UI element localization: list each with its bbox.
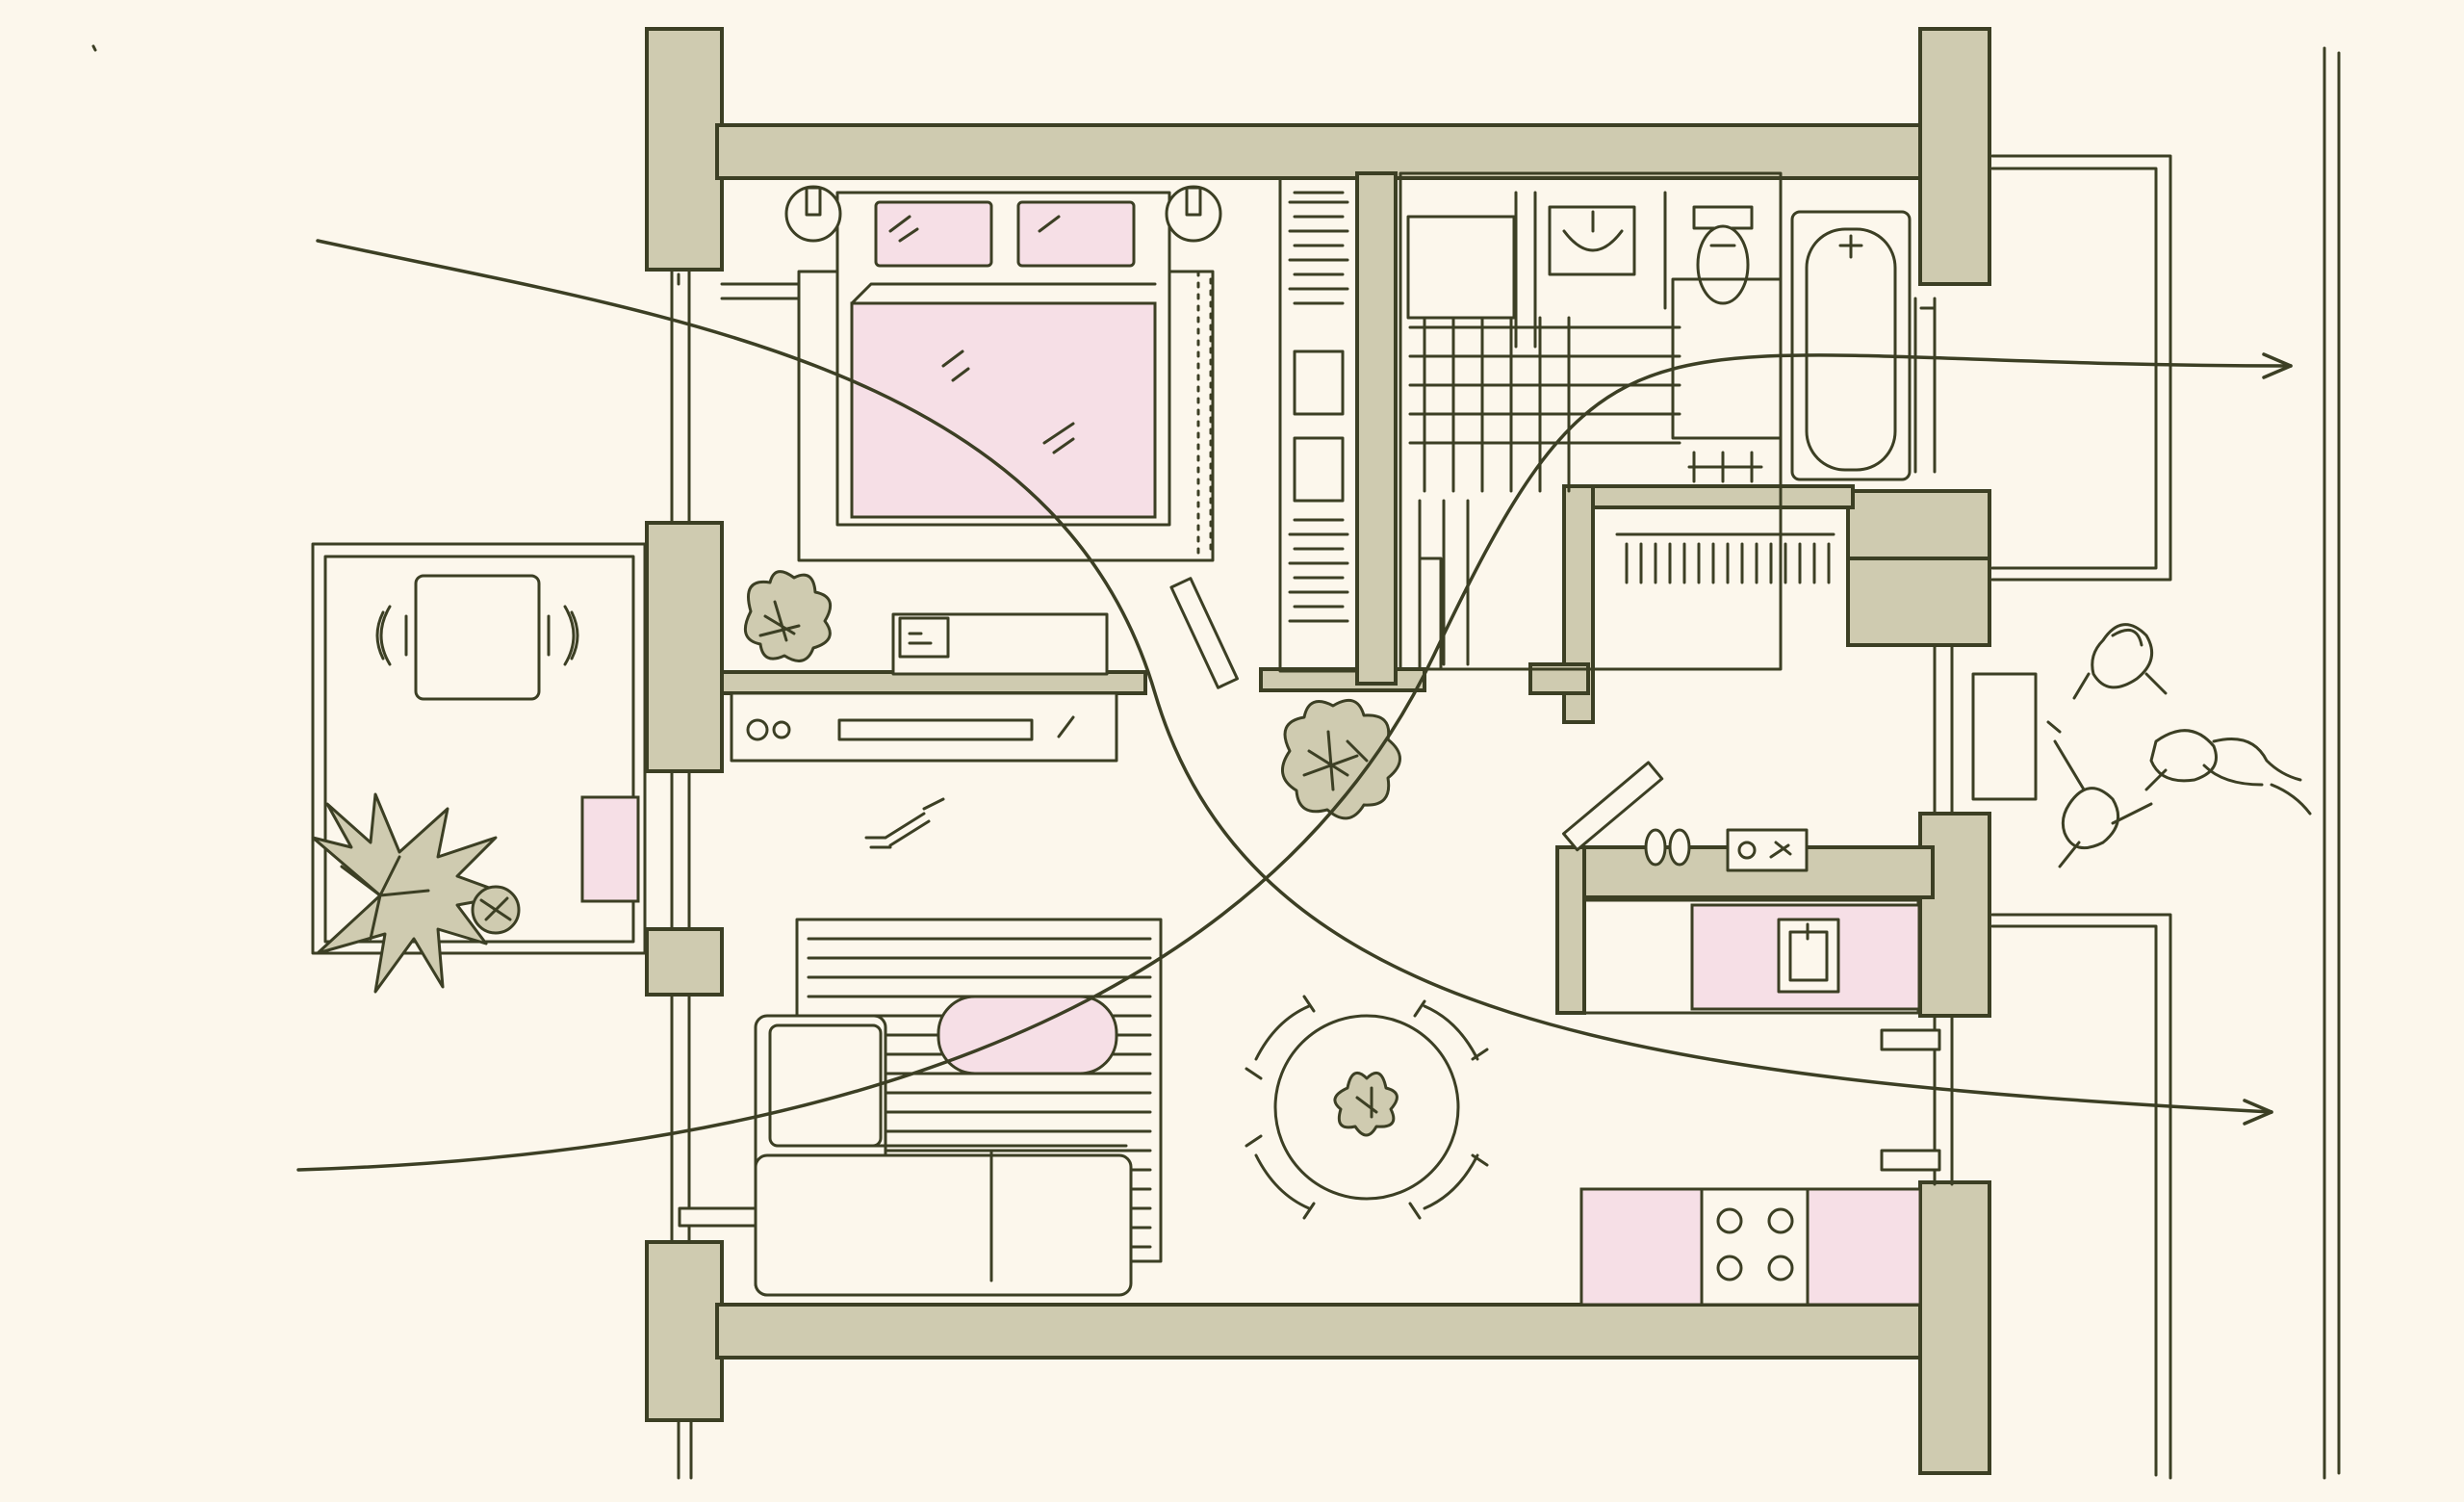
balcony-cushion: [580, 795, 640, 903]
toilet: [1692, 205, 1754, 305]
living-room: [730, 691, 1163, 1297]
bathroom: [1399, 171, 1937, 671]
stove-top: [1644, 828, 1809, 872]
wardrobe: [1169, 176, 1359, 689]
corner-mark: [91, 44, 97, 52]
walk-in-closet: [1615, 532, 1991, 647]
kitchen: [1555, 761, 1954, 1307]
balcony-table: [375, 574, 579, 701]
hall-plant: [1281, 698, 1401, 820]
people: [2046, 623, 2312, 868]
bedside-lamp-left: [784, 185, 842, 243]
desk: [891, 612, 1109, 676]
bedroom-plant: [743, 570, 833, 662]
bedside-lamp-right: [1165, 185, 1222, 243]
bedroom: [720, 185, 1222, 676]
bathtub: [1790, 210, 1912, 481]
counter-upper: [1555, 845, 1921, 1015]
table-flowers: [1333, 1071, 1399, 1137]
entry-door: [1933, 643, 2038, 816]
sofa: [754, 1014, 1133, 1297]
balcony-palm-plant: [311, 792, 512, 994]
balcony-small-plant: [471, 885, 521, 935]
ottoman: [937, 995, 1118, 1075]
dining: [1245, 995, 1489, 1220]
outside-right: [1990, 46, 2341, 1480]
kitchen-cabinet-door: [1561, 761, 1664, 852]
flow-arrows: [296, 239, 2293, 1172]
counter-lower: [1579, 1187, 1922, 1307]
balcony: [311, 542, 647, 994]
dog-toy: [864, 797, 945, 849]
sink: [1548, 205, 1636, 276]
bed: [835, 191, 1171, 527]
